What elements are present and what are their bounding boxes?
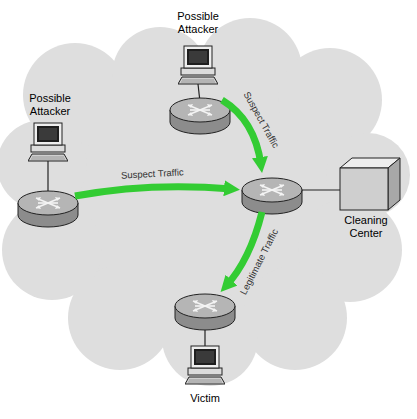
router — [175, 294, 235, 330]
node-text: Cleaning Center — [336, 214, 396, 239]
router — [242, 178, 302, 214]
cleaning-center-box — [340, 158, 400, 210]
network-links — [48, 84, 340, 347]
victim-computer — [185, 346, 225, 384]
router — [18, 191, 78, 227]
node-text: Victim — [190, 392, 220, 405]
network-cloud — [0, 18, 410, 386]
victim-label: Victim — [190, 392, 220, 405]
node-text: Possible Attacker — [20, 92, 80, 117]
attacker-label: Possible Attacker — [20, 92, 80, 117]
cleaning-center-label: Cleaning Center — [336, 214, 396, 239]
traffic-label: Legitimate Traffic — [238, 227, 279, 296]
traffic-arrows — [75, 100, 262, 286]
traffic-label: Suspect Traffic — [241, 90, 280, 149]
traffic-label: Suspect Traffic — [120, 167, 183, 180]
attacker-computer — [178, 46, 218, 84]
attacker-computer — [28, 123, 68, 161]
attacker-label: Possible Attacker — [168, 10, 228, 35]
node-text: Possible Attacker — [168, 10, 228, 35]
